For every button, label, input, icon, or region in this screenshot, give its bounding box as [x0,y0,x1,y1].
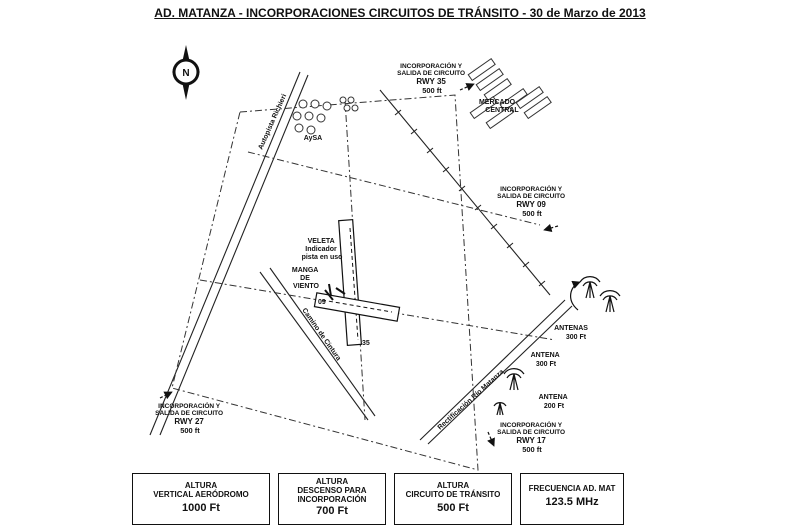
entry-rwy09-label: INCORPORACIÓN Y SALIDA DE CIRCUITO RWY 0… [497,184,567,218]
veleta-label: VELETA Indicador pista en uso [302,238,343,261]
entry-rwy35-label: INCORPORACIÓN Y SALIDA DE CIRCUITO RWY 3… [397,61,467,95]
manga-label: MANGA DE VIENTO [292,267,320,290]
roads [149,71,573,445]
runway-09: 09 [313,292,401,322]
mercado-central-buildings [467,57,552,130]
entry-rwy17-label: INCORPORACIÓN Y SALIDA DE CIRCUITO RWY 1… [497,420,567,454]
compass-label: N [182,68,189,79]
railway [379,89,551,296]
antenna-300-label: ANTENA 300 Ft [531,352,562,368]
mercado-label: MERCADO CENTRAL [479,99,520,114]
antenna-200-label: ANTENA 200 Ft [539,394,570,410]
info-box-frecuencia: FRECUENCIA AD. MAT 123.5 MHz [520,473,624,525]
runway-35: 35 [338,219,370,347]
info-box-value: 1000 Ft [182,502,220,514]
aysa-tanks [292,96,359,135]
road-autopista-label: Autopista Richieri [257,93,288,151]
info-box-value: 700 Ft [316,505,348,517]
info-box-value: 123.5 MHz [545,496,599,508]
entry-rwy27-label: INCORPORACIÓN Y SALIDA DE CIRCUITO RWY 2… [155,401,225,435]
info-box-value: 500 Ft [437,502,469,514]
aysa-label: AySA [304,135,322,142]
runway-09-label: 09 [318,299,326,306]
wind-sock-icon [324,283,346,301]
road-camino-label: Camino de Cintura [300,307,341,362]
road-rectificacion-label: Rectificación Río Matanza [437,368,506,431]
entry-arrows [159,83,559,447]
antenna-icon [493,276,621,416]
runway-35-label: 35 [362,340,370,347]
north-compass-icon: N [172,45,200,100]
page-title: AD. MATANZA - INCORPORACIONES CIRCUITOS … [154,6,646,20]
antenna-group-label: ANTENAS 300 Ft [554,325,590,341]
